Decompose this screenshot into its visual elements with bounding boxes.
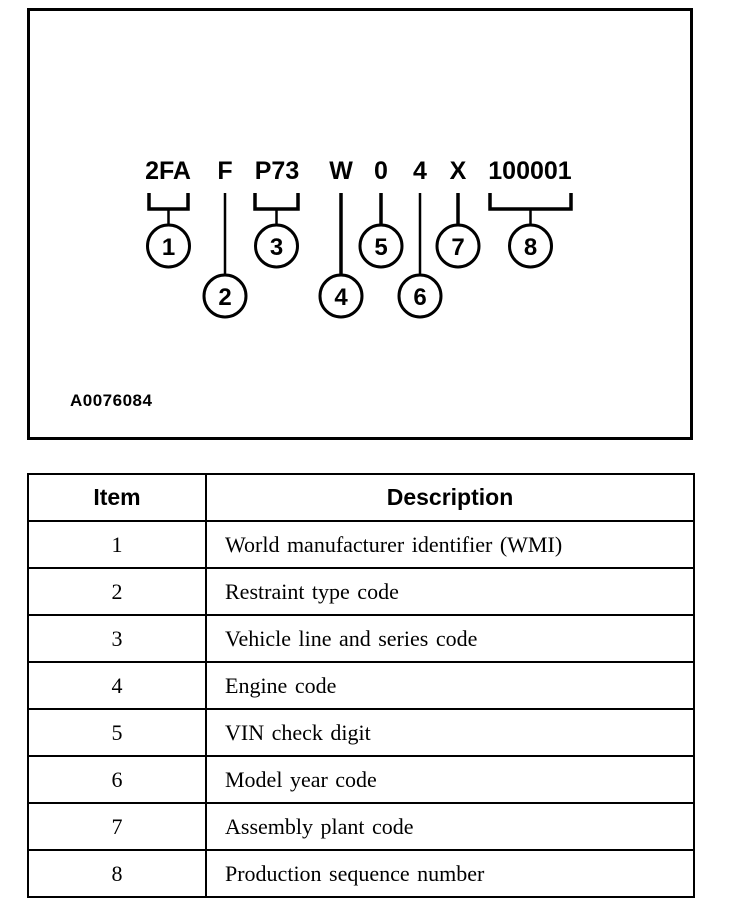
callout-bubble-1: 1 (146, 223, 191, 269)
callout-bubble-6: 6 (397, 273, 443, 319)
callout-number-5: 5 (374, 234, 387, 261)
cell-item: 1 (27, 520, 207, 569)
vin-segment-text-5: 0 (374, 157, 388, 185)
vin-legend-table: Item Description 1 World manufacturer id… (27, 473, 695, 898)
cell-item: 3 (27, 614, 207, 663)
callout-number-6: 6 (413, 284, 426, 311)
callout-bubble-3: 3 (254, 223, 299, 269)
callout-number-7: 7 (451, 234, 464, 261)
callout-number-1: 1 (162, 234, 175, 261)
table-row: 3 Vehicle line and series code (27, 614, 695, 663)
vin-segment-text-7: X (450, 157, 467, 185)
table-header: Item Description (27, 473, 695, 522)
table-header-row: Item Description (27, 473, 695, 522)
bracket-connector-8 (488, 193, 573, 211)
vin-segment-text-1: 2FA (145, 157, 191, 185)
callout-number-4: 4 (334, 284, 348, 311)
table-row: 2 Restraint type code (27, 567, 695, 616)
vin-breakdown-diagram: 2FA F P73 W 0 4 X 100001 1 (145, 157, 573, 319)
cell-description: Assembly plant code (205, 802, 695, 851)
cell-item: 5 (27, 708, 207, 757)
table-body: 1 World manufacturer identifier (WMI) 2 … (27, 520, 695, 898)
cell-item: 4 (27, 661, 207, 710)
cell-item: 8 (27, 849, 207, 898)
bracket-connector-1 (147, 193, 190, 211)
callout-bubble-8: 8 (508, 223, 553, 269)
vin-segment-text-2: F (217, 157, 232, 185)
table-row: 7 Assembly plant code (27, 802, 695, 851)
callout-bubble-5: 5 (358, 223, 404, 269)
cell-description: Restraint type code (205, 567, 695, 616)
cell-description: Production sequence number (205, 849, 695, 898)
cell-description: Engine code (205, 661, 695, 710)
cell-item: 7 (27, 802, 207, 851)
table-row: 4 Engine code (27, 661, 695, 710)
figure-reference-code: A0076084 (70, 391, 153, 410)
vin-segment-text-6: 4 (413, 157, 427, 185)
callout-number-2: 2 (218, 284, 231, 311)
callout-number-8: 8 (524, 234, 537, 261)
table-row: 8 Production sequence number (27, 849, 695, 898)
cell-description: World manufacturer identifier (WMI) (205, 520, 695, 569)
callout-number-3: 3 (270, 234, 283, 261)
cell-description: Model year code (205, 755, 695, 804)
table-row: 1 World manufacturer identifier (WMI) (27, 520, 695, 569)
cell-description: VIN check digit (205, 708, 695, 757)
callout-bubble-7: 7 (435, 223, 481, 269)
bracket-connector-3 (253, 193, 300, 211)
table-row: 5 VIN check digit (27, 708, 695, 757)
vin-segment-text-3: P73 (255, 157, 299, 185)
callout-bubble-2: 2 (202, 273, 248, 319)
callout-bubble-4: 4 (318, 273, 364, 319)
vin-segment-text-4: W (329, 157, 353, 185)
cell-item: 6 (27, 755, 207, 804)
table-row: 6 Model year code (27, 755, 695, 804)
column-header-item: Item (27, 473, 207, 522)
vin-segment-text-8: 100001 (488, 157, 572, 185)
vin-diagram-panel: 2FA F P73 W 0 4 X 100001 1 (27, 8, 693, 440)
cell-item: 2 (27, 567, 207, 616)
cell-description: Vehicle line and series code (205, 614, 695, 663)
column-header-description: Description (205, 473, 695, 522)
